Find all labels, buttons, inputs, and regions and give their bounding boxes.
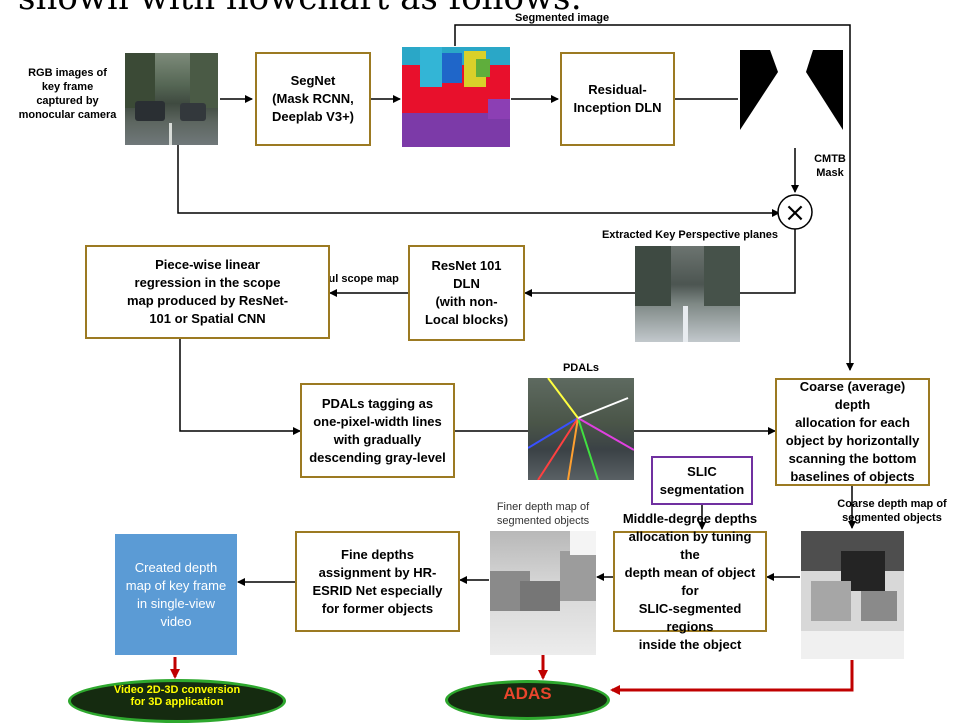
coarse-depth-map-image xyxy=(801,531,904,659)
video-conversion-oval: Video 2D-3D conversion for 3D applicatio… xyxy=(68,679,286,723)
multiply-operator-circle xyxy=(777,194,813,230)
rgb-input-label: RGB images of key frame captured by mono… xyxy=(18,67,117,121)
extracted-planes-image xyxy=(635,246,740,342)
slic-segmentation-box: SLIC segmentation xyxy=(651,456,753,505)
multiply-operator-symbol: × xyxy=(784,198,806,228)
segmented-image xyxy=(402,47,510,147)
adas-oval: ADAS xyxy=(445,680,610,720)
middle-degree-box: Middle-degree depths allocation by tunin… xyxy=(613,511,767,652)
pdals-image xyxy=(528,378,634,480)
arrow-coarse-map-to-adas xyxy=(610,660,854,695)
pdals-label: PDALs xyxy=(562,362,600,374)
arrow-multiply-to-resnet xyxy=(524,229,796,297)
arrow-segimage-to-coarse xyxy=(454,24,854,371)
pdals-tagging-box: PDALs tagging as one-pixel-width lines w… xyxy=(300,383,455,478)
flow-connectors: × xyxy=(170,24,856,695)
coarse-depth-map-label: Coarse depth map of segmented objects xyxy=(837,498,947,524)
segnet-box: SegNet (Mask RCNN, Deeplab V3+) xyxy=(255,52,371,146)
finer-depth-map-image xyxy=(490,531,596,655)
created-depth-map-box: Created depth map of key frame in single… xyxy=(115,534,237,655)
piecewise-regression-box: Piece-wise linear regression in the scop… xyxy=(85,245,330,339)
adas-text: ADAS xyxy=(503,684,552,703)
finer-depth-map-label: Finer depth map of segmented objects xyxy=(496,501,590,527)
resnet101-box: ResNet 101 DLN (with non- Local blocks) xyxy=(408,245,525,341)
residual-inception-box: Residual- Inception DLN xyxy=(560,52,675,146)
header-text-fragment: shown with flowchart as follows: xyxy=(18,0,582,18)
cmtb-mask-label: CMTB Mask xyxy=(814,153,846,179)
rgb-street-image xyxy=(125,53,218,145)
pdals-lines xyxy=(528,378,634,480)
cmtb-mask-shape xyxy=(740,50,843,148)
extracted-planes-label: Extracted Key Perspective planes xyxy=(601,229,779,241)
arrow-piecewise-to-pdals xyxy=(179,338,301,435)
segmented-image-label: Segmented image xyxy=(515,12,610,24)
video-conversion-text: Video 2D-3D conversion for 3D applicatio… xyxy=(113,684,241,708)
coarse-allocation-box: Coarse (average) depth allocation for ea… xyxy=(775,378,930,486)
cmtb-mask-image xyxy=(740,50,843,148)
arrow-rgb-to-multiply xyxy=(177,145,780,217)
fine-depths-box: Fine depths assignment by HR- ESRID Net … xyxy=(295,531,460,632)
